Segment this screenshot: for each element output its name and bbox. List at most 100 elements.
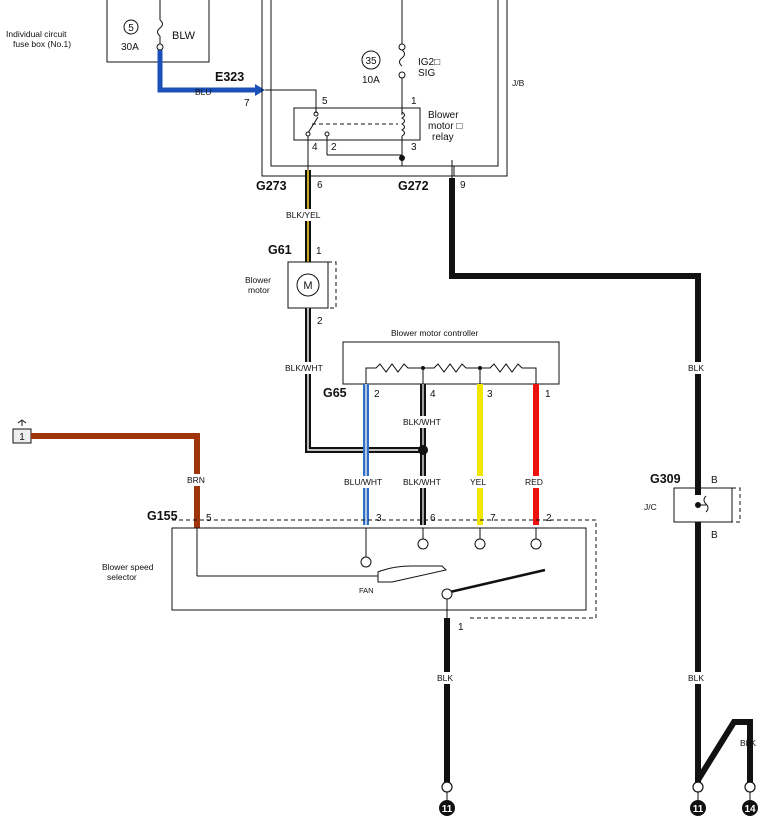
offpage-ref: 1 xyxy=(19,432,25,443)
junction-blk-wht xyxy=(418,445,428,455)
wire-label-blk-yel: BLK/YEL xyxy=(286,210,321,220)
selector-pin-6: 6 xyxy=(430,513,436,524)
fuse-35-name-line2: SIG xyxy=(418,68,435,79)
relay-label-line3: relay xyxy=(432,132,454,143)
blower-motor-controller: Blower motor controller 2 4 3 1 xyxy=(342,328,560,400)
motor-label-line2: motor xyxy=(248,285,270,295)
jb-inner-frame xyxy=(270,0,499,167)
jc-fuse-symbol xyxy=(703,495,709,513)
motor-label-line1: Blower xyxy=(245,275,271,285)
wire-label-brn: BRN xyxy=(187,475,205,485)
connector-g65: G65 xyxy=(323,386,347,400)
ground-right-number: 14 xyxy=(744,804,756,815)
selector-pin-1: 1 xyxy=(458,622,464,633)
controller-pin-4: 4 xyxy=(430,389,436,400)
selector-pin-5: 5 xyxy=(206,513,212,524)
g309-pin-top: B xyxy=(711,475,718,486)
fuse-5-circle xyxy=(123,19,139,35)
wire-label-blk-right-top: BLK xyxy=(688,363,704,373)
wire-label-blk-left: BLK xyxy=(437,673,453,683)
fuse-35-rating: 10A xyxy=(362,75,380,86)
connector-g61: G61 xyxy=(268,243,292,257)
wire-label-blk-ground14: BLK xyxy=(740,738,756,748)
selector-pin-2: 2 xyxy=(546,513,552,524)
ground-right: 14 xyxy=(742,781,758,816)
wire-label-blu-wht: BLU/WHT xyxy=(344,477,382,487)
wire-brn xyxy=(31,433,200,528)
ground-mid-number: 11 xyxy=(693,804,704,815)
selector-pin-3: 3 xyxy=(376,513,382,524)
relay-label-line1: Blower xyxy=(428,110,459,121)
g61-pin-bottom: 2 xyxy=(317,316,323,327)
wire-label-blk-wht-mid: BLK/WHT xyxy=(403,417,441,427)
jb-outer-frame xyxy=(261,0,508,177)
relay-box xyxy=(293,107,421,141)
fuse-35-symbol xyxy=(399,49,405,67)
wire-label-blk-right-bottom: BLK xyxy=(688,673,704,683)
jb-label: J/B xyxy=(512,78,525,88)
selector-box xyxy=(171,527,587,611)
relay-pin-2: 2 xyxy=(331,142,337,153)
fuse-35-name-line1: IG2□ xyxy=(418,57,440,68)
jc-label: J/C xyxy=(644,502,657,512)
controller-label: Blower motor controller xyxy=(391,328,479,338)
fuse-35-circle xyxy=(361,50,381,70)
fuse-box-label-line2: fuse box (No.1) xyxy=(13,39,71,49)
controller-pin-2: 2 xyxy=(374,389,380,400)
relay-pin-5: 5 xyxy=(322,96,328,107)
wire-label-blu: BLU xyxy=(195,87,212,97)
g273-pin: 6 xyxy=(317,180,323,191)
fuse-box-label-line1: Individual circuit xyxy=(6,29,67,39)
ground-mid: 11 xyxy=(690,781,706,816)
g61-pin-top: 1 xyxy=(316,246,322,257)
blower-speed-selector: Blower speed selector FAN 1 xyxy=(102,519,597,633)
connector-g272: G272 xyxy=(398,179,429,193)
offpage-connector-1: 1 xyxy=(12,419,32,444)
controller-resistors xyxy=(365,363,537,384)
motor-symbol xyxy=(296,273,320,297)
relay-coil xyxy=(401,111,405,137)
fan-label: FAN xyxy=(359,586,374,595)
controller-box xyxy=(342,341,560,385)
individual-fuse-box: Individual circuit fuse box (No.1) 5 BLW… xyxy=(6,0,210,63)
wire-label-blk-wht-low: BLK/WHT xyxy=(403,477,441,487)
wire-blk-wht-motor xyxy=(305,308,423,453)
relay-pin-3: 3 xyxy=(411,142,417,153)
connector-g273: G273 xyxy=(256,179,287,193)
fuse-5-number: 5 xyxy=(128,23,134,34)
selector-pin-7: 7 xyxy=(490,513,496,524)
motor-symbol-letter: M xyxy=(303,280,312,292)
relay-pin-1: 1 xyxy=(411,96,417,107)
fan-contact-strip xyxy=(377,565,447,583)
connector-g309: G309 xyxy=(650,472,681,486)
wire-blk-ground14 xyxy=(695,719,753,783)
connector-g155: G155 xyxy=(147,509,178,523)
fuse-35-number: 35 xyxy=(365,56,377,67)
e323-arrow xyxy=(255,84,265,96)
wire-blk-right-top xyxy=(449,178,701,495)
g272-pin: 9 xyxy=(460,180,466,191)
selector-label-line1: Blower speed xyxy=(102,562,154,572)
fuse-5-symbol xyxy=(157,19,163,37)
wire-blu xyxy=(157,50,256,93)
wire-label-red: RED xyxy=(525,477,543,487)
ground-left: 11 xyxy=(439,781,455,816)
controller-pin-3: 3 xyxy=(487,389,493,400)
controller-pin-1: 1 xyxy=(545,389,551,400)
blower-motor-relay: Blower motor □ relay 5 1 4 2 3 xyxy=(293,96,462,161)
e323-pin: 7 xyxy=(244,98,250,109)
relay-pin-4: 4 xyxy=(312,142,318,153)
blower-motor: G61 1 Blower motor M 2 xyxy=(245,243,337,327)
wire-label-yel: YEL xyxy=(470,477,486,487)
g309-pin-bottom: B xyxy=(711,530,718,541)
fuse-5-rating: 30A xyxy=(121,42,139,53)
relay-switch-arm xyxy=(307,116,319,134)
wire-label-blk-wht-motor: BLK/WHT xyxy=(285,363,323,373)
connector-e323: E323 xyxy=(215,70,244,84)
fuse-5-name: BLW xyxy=(172,30,196,42)
jc-box xyxy=(673,487,733,523)
selector-wiper xyxy=(449,568,546,594)
relay-label-line2: motor □ xyxy=(428,121,462,132)
junction-connector-jc: G309 B J/C B xyxy=(644,472,741,541)
